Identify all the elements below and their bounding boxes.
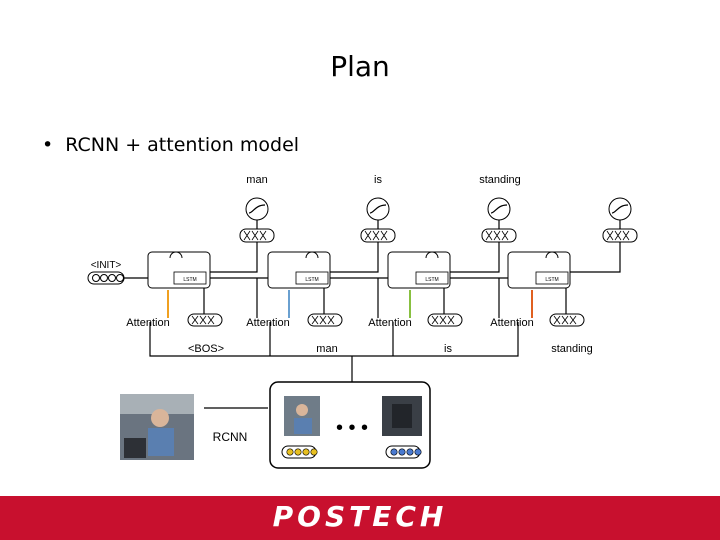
lstm-cell-2: LSTM [267, 251, 331, 289]
input-photo [120, 394, 194, 460]
lstm-label-1: LSTM [183, 277, 196, 283]
region-vector-dot [390, 448, 398, 456]
region-vector-dot [398, 448, 406, 456]
region-vector-dot [414, 448, 422, 456]
region-features-panel: • • • [269, 381, 431, 469]
region-vector-dot [294, 448, 302, 456]
bullet-marker: • [42, 134, 54, 156]
softmax-1 [239, 197, 275, 243]
softmax-units [239, 197, 638, 243]
region-vector-dot [406, 448, 414, 456]
slide-title: Plan [330, 50, 390, 83]
lstm-label-2: LSTM [305, 277, 318, 283]
input-word-1: <BOS> [188, 343, 224, 355]
output-vector-marks [243, 230, 630, 241]
softmax-2 [360, 197, 396, 243]
attention-label-2: Attention [246, 317, 289, 329]
lstm-label-3: LSTM [425, 277, 438, 283]
attention-label-4: Attention [490, 317, 533, 329]
input-word-3: is [444, 343, 452, 355]
bullet-text: RCNN + attention model [65, 134, 300, 156]
attention-arrows [167, 290, 533, 318]
ellipsis: • • • [336, 417, 368, 439]
softmax-3 [481, 197, 517, 243]
output-word-1: man [246, 174, 267, 186]
init-vector: <INIT> [87, 260, 125, 285]
output-word-3: standing [479, 174, 521, 186]
input-word-2: man [316, 343, 337, 355]
lstm-label-4: LSTM [545, 277, 558, 283]
lstm-cell-1: LSTM [147, 251, 211, 289]
rcnn-attention-diagram: <INIT> LSTM LSTM LSTM LSTM [87, 174, 638, 469]
lstm-cell-3: LSTM [387, 251, 451, 289]
footer-bar: POSTECH [0, 496, 720, 540]
region-vector-dot [310, 448, 318, 456]
postech-logo: POSTECH [272, 500, 448, 533]
output-word-2: is [374, 174, 382, 186]
lstm-cell-4: LSTM [507, 251, 571, 289]
rcnn-label: RCNN [213, 430, 248, 444]
attention-label-3: Attention [368, 317, 411, 329]
init-label: <INIT> [91, 260, 122, 271]
input-word-4: standing [551, 343, 593, 355]
region-vector-dot [286, 448, 294, 456]
attention-label-1: Attention [126, 317, 169, 329]
bullet-item: • RCNN + attention model [42, 134, 299, 156]
hidden-state-connectors [124, 220, 621, 409]
input-embedding-marks [191, 315, 577, 325]
region-vector-dot [302, 448, 310, 456]
softmax-4 [602, 197, 638, 243]
